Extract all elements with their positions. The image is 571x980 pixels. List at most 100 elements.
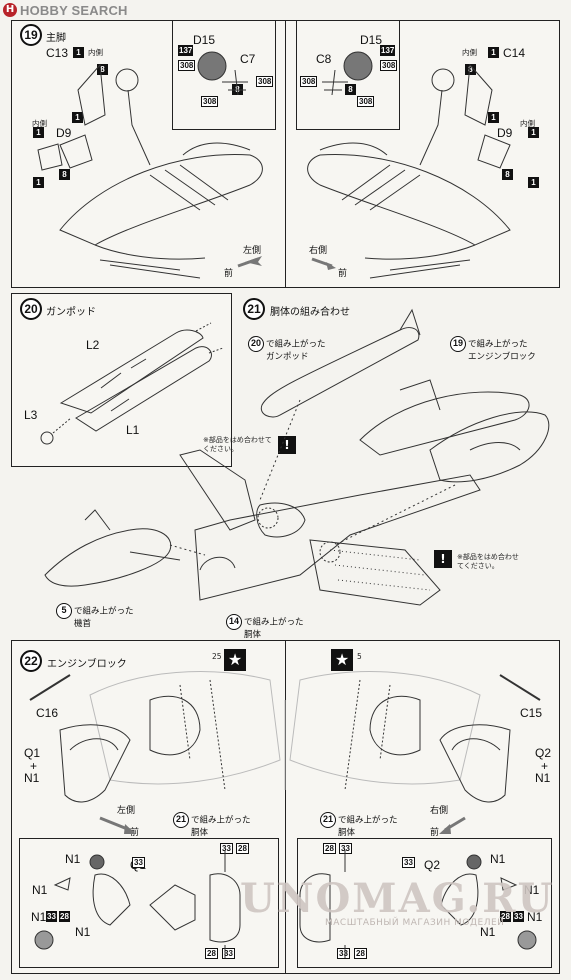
part-c14-label: C14 [503, 46, 526, 60]
step19-center-divider [285, 20, 287, 288]
detail-right-n1-a: N1 [490, 852, 506, 866]
step22-number: 22 [20, 650, 42, 672]
detail-left-badge-28: 28 [59, 911, 70, 922]
step21-number: 21 [243, 298, 265, 320]
detail-right-badge-33-c: 33 [337, 948, 350, 959]
inset-left-badge-308c: 308 [201, 96, 219, 107]
ref-step21-text2-right: 胴体 [338, 828, 356, 838]
part-n1-label-right: N1 [535, 771, 551, 785]
step22-left-side-label: 左側 [117, 806, 136, 816]
step20-panel [11, 293, 232, 467]
detail-right-badge-28-a: 28 [323, 843, 336, 854]
part-l3-label: L3 [24, 408, 38, 422]
inner-label-c13: 内側 [88, 48, 103, 57]
step19-number: 19 [20, 24, 42, 46]
badge-8-d9: 8 [59, 169, 70, 180]
site-header: H HOBBY SEARCH [0, 0, 571, 20]
step19-inset-left [172, 20, 276, 130]
step19-right-front-label: 前 [338, 269, 348, 279]
detail-left-badge-28-a: 28 [236, 843, 249, 854]
inset-right-badge-8: 8 [345, 84, 356, 95]
fit-warning-icon-1: ! [278, 436, 296, 454]
fit-warning-icon-2: ! [434, 550, 452, 568]
inset-left-c7: C7 [240, 52, 256, 66]
badge-1-d9: 1 [33, 127, 44, 138]
step22-right-front-label: 前 [430, 828, 440, 838]
badge-1-c13b: 1 [72, 112, 83, 123]
part-l2-label: L2 [86, 338, 100, 352]
badge-1-c13: 1 [73, 47, 84, 58]
detail-right-badge-28: 28 [500, 911, 511, 922]
star-ref-left-number: 25 [212, 652, 222, 661]
detail-left-n1-c: N1 [31, 910, 47, 924]
step22-detail-right [297, 838, 552, 968]
step21-title: 胴体の組み合わせ [270, 307, 350, 318]
ref-step5-text1: で組み上がった [74, 606, 134, 617]
ref-step21-number-right: 21 [320, 812, 336, 828]
fit-note-2: ※部品をはめ合わせ てください。 [457, 553, 519, 571]
ref-step14-text1: で組み上がった [244, 617, 304, 628]
inner-label-d9: 内側 [32, 119, 47, 128]
part-c16-label: C16 [36, 706, 59, 720]
ref-step14-text2: 胴体 [244, 630, 262, 640]
inset-right-c8: C8 [316, 52, 332, 66]
part-q1-label: Q1 [24, 746, 41, 760]
step19-line-art [37, 51, 511, 279]
part-q2-label: Q2 [535, 746, 552, 760]
ref-step20-text2: ガンポッド [266, 352, 309, 362]
ref-step5-text2: 機首 [74, 619, 92, 629]
detail-left-n1-a: N1 [65, 852, 81, 866]
part-d9-label-left: D9 [56, 126, 72, 140]
part-d9-label-right: D9 [497, 126, 513, 140]
ref-step20-text1: で組み上がった [266, 339, 326, 350]
watermark-main: UNOMAG.RU [240, 875, 555, 922]
step20-number: 20 [20, 298, 42, 320]
badge-8-c14: 8 [465, 64, 476, 75]
detail-left-badge-33-b: 33 [132, 857, 145, 868]
star-ref-right-number: 5 [357, 652, 362, 661]
fit-note-1: ※部品をはめ合わせて ください。 [203, 436, 272, 454]
part-plus-right: + [541, 759, 549, 773]
ref-step21-text1-left: で組み上がった [191, 815, 251, 826]
badge-1-d9-right: 1 [528, 127, 539, 138]
fit-note-2-line1: ※部品をはめ合わせ [457, 553, 519, 561]
inner-label-c14: 内側 [462, 48, 477, 57]
step22-line-art [29, 671, 541, 958]
detail-left-badge-33: 33 [46, 911, 57, 922]
detail-left-n1-b: N1 [32, 883, 48, 897]
detail-right-badge-33: 33 [513, 911, 524, 922]
step21-assembly-art [44, 308, 550, 606]
step22-right-side-label: 右側 [430, 806, 449, 816]
badge-1-c14b: 1 [488, 112, 499, 123]
step19-left-side-label: 左側 [243, 246, 262, 256]
inset-right-badge-308: 308 [380, 60, 398, 71]
inner-label-d9-right: 内側 [520, 119, 535, 128]
step22-center-divider [285, 640, 287, 974]
site-logo-text: HOBBY SEARCH [20, 3, 128, 18]
step19-right-side-label: 右側 [309, 246, 328, 256]
detail-right-badge-28-c: 28 [354, 948, 367, 959]
star-icon-left: ★ [224, 649, 246, 671]
inset-left-d15: D15 [193, 33, 216, 47]
part-l1-label: L1 [126, 423, 140, 437]
step20-gunpod-art [40, 322, 224, 445]
ref-step21-text1-right: で組み上がった [338, 815, 398, 826]
detail-right-q2: Q2 [424, 858, 441, 872]
inset-left-badge-308b: 308 [256, 76, 274, 87]
detail-right-n1-d: N1 [480, 925, 496, 939]
detail-right-badge-33-b: 33 [402, 857, 415, 868]
ref-step19-text1: で組み上がった [468, 339, 528, 350]
ref-step21-text2-left: 胴体 [191, 828, 209, 838]
inset-left-badge-137: 137 [178, 45, 194, 56]
part-c15-label: C15 [520, 706, 543, 720]
inset-right-d15: D15 [360, 33, 383, 47]
detail-right-n1-c: N1 [527, 910, 543, 924]
site-logo-icon: H [3, 3, 17, 17]
inset-right-badge-308b: 308 [300, 76, 318, 87]
badge-8-d9-right: 8 [502, 169, 513, 180]
